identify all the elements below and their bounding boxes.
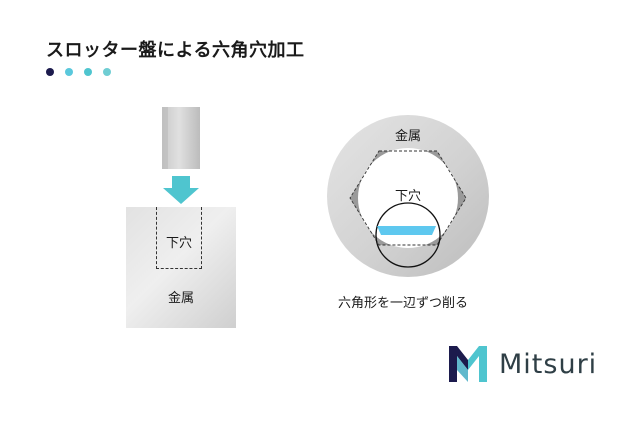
metal-block <box>126 207 236 328</box>
pilot-hole-outline <box>156 207 202 269</box>
logo-text: Mitsuri <box>499 348 598 380</box>
cutter-circle <box>375 202 441 268</box>
pilot-hole <box>358 148 458 248</box>
left-hole-label: 下穴 <box>166 236 193 251</box>
mitsuri-logo-icon <box>449 346 487 382</box>
cutter-blade <box>377 226 436 235</box>
dot-2 <box>65 68 73 76</box>
dot-1 <box>46 68 54 76</box>
hexagon-outline <box>349 150 467 246</box>
left-metal-label: 金属 <box>168 291 195 306</box>
diagram-caption: 六角形を一辺ずつ削る <box>338 296 469 311</box>
page-title: スロッター盤による六角穴加工 <box>46 40 305 61</box>
progress-dots <box>46 68 111 76</box>
slotter-tool <box>162 107 200 169</box>
down-arrow-icon <box>163 176 199 204</box>
right-metal-label: 金属 <box>395 129 422 144</box>
dot-3 <box>84 68 92 76</box>
dot-4 <box>103 68 111 76</box>
slotter-tool-shadow <box>162 107 168 169</box>
hex-hole-diagram <box>327 115 489 277</box>
right-hole-label: 下穴 <box>395 189 422 204</box>
mitsuri-logo: Mitsuri <box>449 346 597 382</box>
